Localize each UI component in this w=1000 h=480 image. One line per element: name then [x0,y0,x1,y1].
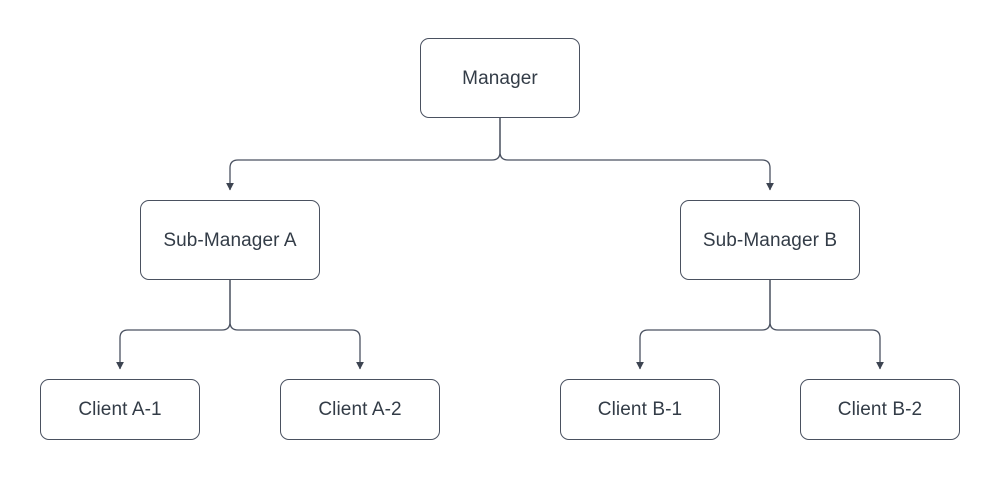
edge-sub-manager-a-to-client-a-2 [229,280,364,370]
node-client-a-2[interactable]: Client A-2 [280,379,440,440]
node-client-b-1-label: Client B-1 [597,399,683,420]
edge-manager-to-sub-manager-b [499,118,774,191]
edge-sub-manager-a-to-client-a-1 [116,280,231,370]
node-sub-manager-b-label: Sub-Manager B [702,229,838,251]
node-client-a-2-label: Client A-2 [318,399,402,420]
node-client-b-1[interactable]: Client B-1 [560,379,720,440]
node-client-a-1[interactable]: Client A-1 [40,379,200,440]
edge-sub-manager-b-to-client-b-2 [769,280,884,370]
node-sub-manager-a-label: Sub-Manager A [163,229,297,251]
node-client-a-1-label: Client A-1 [78,399,162,420]
edge-sub-manager-b-to-client-b-1 [636,280,771,370]
node-manager[interactable]: Manager [420,38,580,118]
node-client-b-2-label: Client B-2 [837,399,923,420]
edge-manager-to-sub-manager-a [226,118,501,191]
node-manager-label: Manager [462,67,538,89]
node-client-b-2[interactable]: Client B-2 [800,379,960,440]
node-sub-manager-a[interactable]: Sub-Manager A [140,200,320,280]
node-sub-manager-b[interactable]: Sub-Manager B [680,200,860,280]
